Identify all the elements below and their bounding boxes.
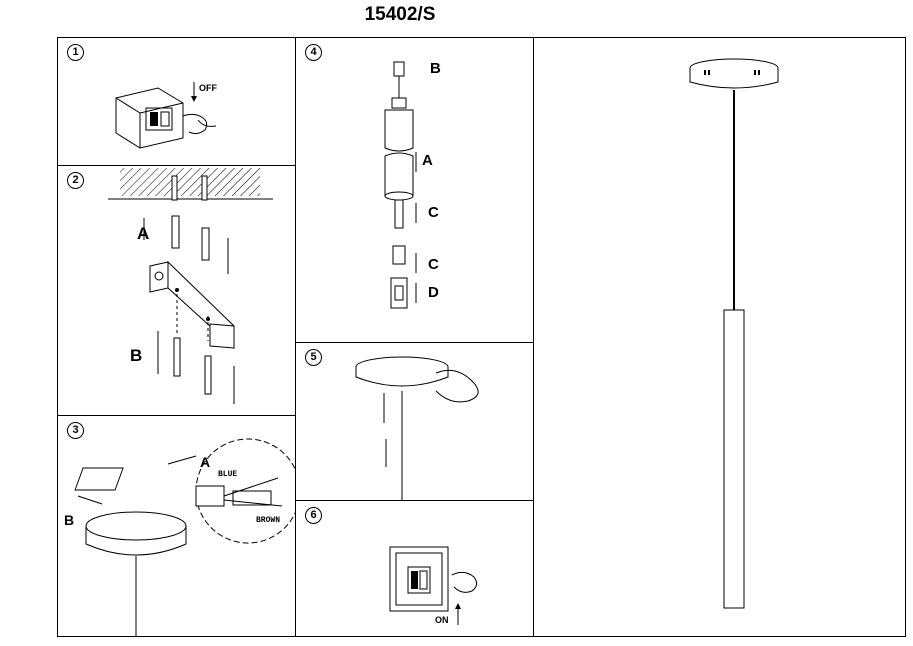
panel-step-2: 2 A B bbox=[57, 165, 296, 416]
label-a: A bbox=[200, 454, 211, 470]
label-d: D bbox=[428, 284, 439, 301]
step-number: 6 bbox=[305, 507, 322, 524]
label-c: C bbox=[428, 256, 439, 273]
label-a: A bbox=[137, 224, 150, 243]
on-label: ON bbox=[435, 615, 449, 625]
step-number: 5 bbox=[305, 349, 322, 366]
off-label: OFF bbox=[199, 83, 217, 93]
label-b: B bbox=[64, 512, 75, 528]
switch-box-illustration bbox=[115, 82, 217, 149]
finished-pendant-illustration bbox=[689, 58, 779, 609]
panel-step-6: 6 ON bbox=[295, 500, 534, 637]
blue-wire-label: BLUE bbox=[218, 470, 238, 479]
step-number: 3 bbox=[67, 422, 84, 439]
label-c: C bbox=[428, 204, 439, 221]
canopy-fixing-illustration bbox=[355, 356, 479, 500]
brown-wire-label: BROWN bbox=[256, 516, 281, 525]
panel-finished-pendant bbox=[533, 37, 906, 637]
step-number: 4 bbox=[305, 44, 322, 61]
step-number: 2 bbox=[67, 172, 84, 189]
tube-assembly-illustration bbox=[384, 61, 417, 309]
wiring-illustration bbox=[74, 438, 295, 636]
panel-step-4: 4 B A C C D bbox=[295, 37, 534, 343]
switch-box-on-illustration bbox=[389, 546, 478, 625]
panel-step-1: 1 OFF bbox=[57, 37, 296, 166]
label-a: A bbox=[422, 152, 433, 169]
step-number: 1 bbox=[67, 44, 84, 61]
label-b: B bbox=[430, 60, 441, 77]
bracket-mounting-illustration bbox=[108, 168, 273, 404]
label-b: B bbox=[130, 346, 143, 365]
panel-step-3: 3 A B BLUE BROWN bbox=[57, 415, 296, 637]
panel-step-5: 5 bbox=[295, 342, 534, 501]
page-title: 15402/S bbox=[364, 4, 436, 25]
